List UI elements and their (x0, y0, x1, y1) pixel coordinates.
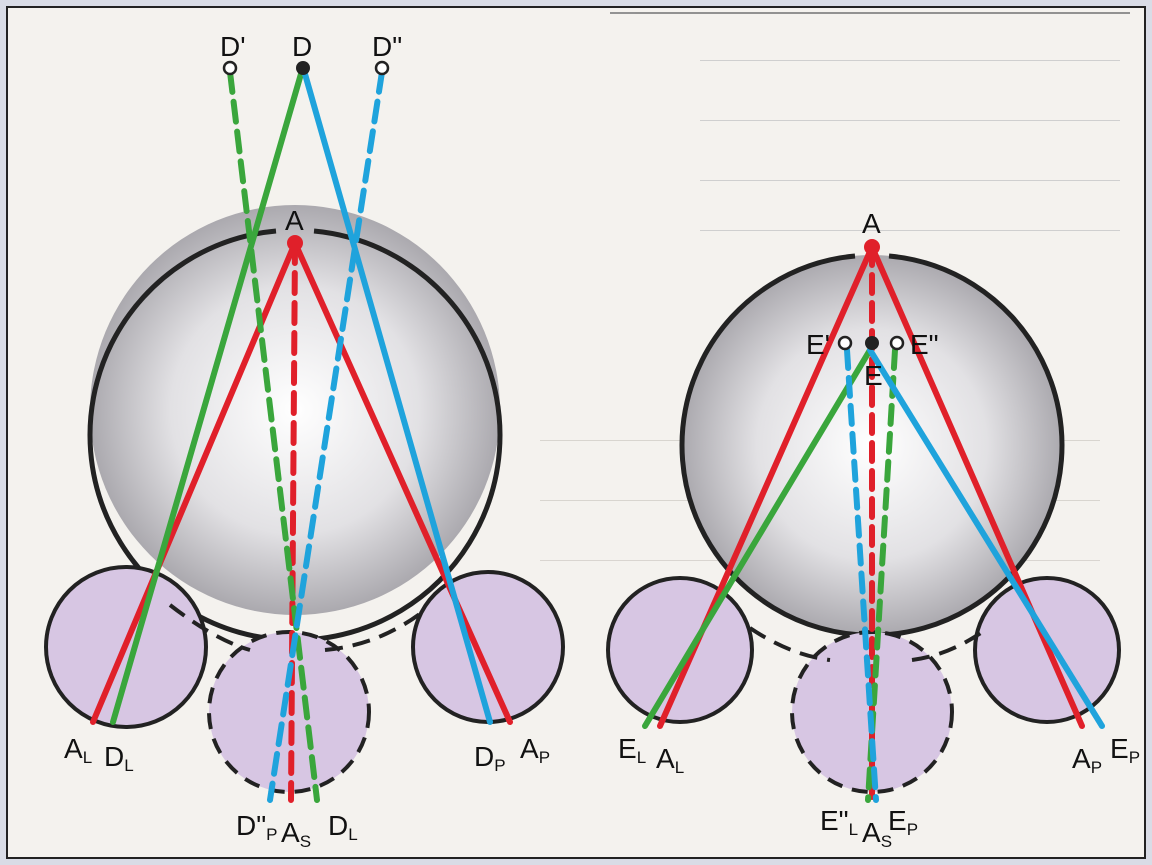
left-dashed-rim-2 (324, 608, 427, 652)
left-label-d: D (292, 31, 312, 62)
left-ray-blue-dp-dashed (267, 69, 385, 803)
left-label-dl: DL (104, 741, 134, 775)
right-label-ap-sub: P (1091, 758, 1102, 777)
right-label-al-base: A (656, 743, 675, 774)
right-point-a (864, 239, 880, 255)
left-label-ap-base: A (520, 733, 539, 764)
left-label-d-prime: D' (220, 31, 246, 62)
right-label-el: EL (618, 733, 646, 767)
left-diagram: D' D D" A AL DL DP AP D"P AS DL (44, 31, 565, 851)
left-point-d-double (374, 60, 390, 76)
right-label-ep: EP (1110, 733, 1140, 767)
right-label-a: A (862, 208, 881, 239)
left-label-dp: DP (474, 741, 506, 775)
left-label-dp-base: D (474, 741, 494, 772)
left-label-dl-base: D (104, 741, 124, 772)
right-label-ep-bottom: EP (888, 805, 918, 839)
right-label-el-double-base: E" (820, 805, 849, 836)
left-ray-green-dl (110, 64, 306, 725)
left-lobe-p (411, 570, 565, 724)
right-label-ap: AP (1072, 743, 1102, 777)
left-label-ap-sub: P (539, 748, 550, 767)
left-dashed-rim (168, 603, 251, 652)
right-label-as-base: A (862, 817, 881, 848)
right-label-el-base: E (618, 733, 637, 764)
left-label-dp-sub: P (494, 756, 505, 775)
right-label-ap-base: A (1072, 743, 1091, 774)
left-label-al-base: A (64, 733, 83, 764)
left-label-dl-bottom-base: D (328, 810, 348, 841)
right-point-e (865, 336, 879, 350)
left-ray-red-ap (292, 240, 513, 725)
left-label-as-base: A (281, 817, 300, 848)
left-label-dl-bottom: DL (328, 810, 358, 844)
left-point-d-prime (222, 60, 238, 76)
right-label-as-sub: S (881, 832, 892, 851)
left-point-a (287, 235, 303, 251)
right-diagram: A E E' E" EL AL AP EP E"L AS EP (606, 208, 1140, 851)
right-dashed-rim-2 (911, 628, 987, 662)
left-label-al: AL (64, 733, 92, 767)
right-label-ep-bottom-sub: P (907, 820, 918, 839)
right-lobe-l (606, 576, 754, 724)
right-label-el-double-sub: L (849, 820, 858, 839)
left-label-dp-double-base: D" (236, 810, 266, 841)
right-label-el-double: E"L (820, 805, 858, 839)
right-point-e-double (889, 335, 905, 351)
right-label-e: E (864, 360, 883, 391)
right-label-al-sub: L (675, 758, 684, 777)
right-label-al: AL (656, 743, 684, 777)
right-label-ep-sub: P (1129, 748, 1140, 767)
left-label-as-sub: S (300, 832, 311, 851)
left-label-dp-double-sub: P (266, 825, 277, 844)
right-label-ep-bottom-base: E (888, 805, 907, 836)
right-point-e-prime (837, 335, 853, 351)
left-label-a: A (285, 205, 304, 236)
right-ray-green-el (642, 347, 873, 729)
left-ray-green-dl-dashed (227, 69, 320, 803)
right-rays (642, 244, 1105, 803)
left-rays (90, 64, 513, 803)
right-label-e-double: E" (910, 329, 939, 360)
right-dashed-rim (748, 626, 831, 662)
left-label-d-double: D" (372, 31, 402, 62)
left-ray-blue-dp (300, 64, 493, 725)
left-label-as: AS (281, 817, 311, 851)
left-ray-red-as (288, 240, 298, 803)
right-label-e-prime: E' (806, 329, 830, 360)
right-label-ep-base: E (1110, 733, 1129, 764)
right-label-el-sub: L (637, 748, 646, 767)
right-ray-red-ap (869, 244, 1085, 729)
right-ray-blue-ep (867, 347, 1105, 729)
right-ray-blue-dashed (844, 347, 879, 803)
left-label-dp-double: D"P (236, 810, 278, 844)
left-label-dl-bottom-sub: L (348, 825, 357, 844)
left-label-al-sub: L (83, 748, 92, 767)
left-point-d (296, 61, 310, 75)
right-label-as: AS (862, 817, 892, 851)
left-label-dl-sub: L (124, 756, 133, 775)
left-label-ap: AP (520, 733, 550, 767)
